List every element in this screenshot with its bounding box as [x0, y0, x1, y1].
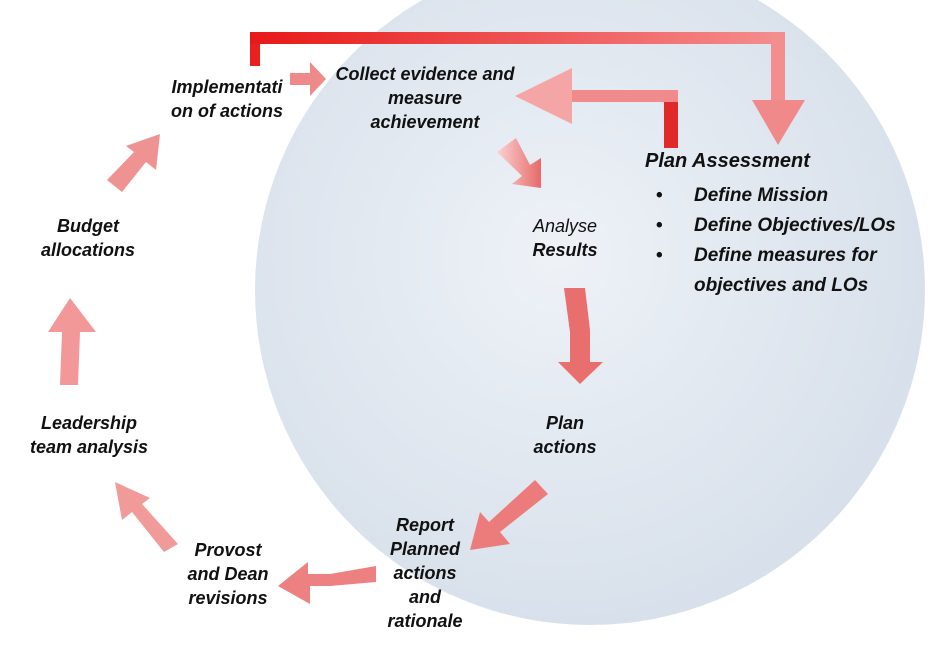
arrow-budget-to-implementation	[107, 134, 160, 192]
plan-assessment-list: • Define Mission • Define Objectives/LOs…	[645, 181, 896, 301]
label-implementation: Implementati on of actions	[158, 75, 296, 123]
list-item-text: Define Objectives/LOs	[694, 215, 896, 236]
arrow-report-to-provost	[278, 562, 376, 604]
list-item-text: Define measures for	[694, 245, 877, 266]
label-line: revisions	[188, 588, 268, 608]
label-line: Implementati	[171, 77, 283, 97]
label-collect-evidence: Collect evidence and measure achievement	[318, 62, 532, 134]
arrow-collect-to-analyse	[497, 138, 541, 188]
label-line: on of actions	[171, 101, 283, 121]
label-line: Provost	[194, 540, 262, 560]
label-line: Collect evidence and	[335, 64, 515, 84]
label-line: Report	[396, 515, 454, 535]
label-line: allocations	[40, 240, 136, 260]
label-line: Results	[532, 240, 598, 260]
arrow-provost-to-leadership	[115, 482, 178, 552]
bullet: •	[656, 245, 663, 266]
background-circle	[255, 0, 925, 625]
label-leadership-team: Leadership team analysis	[14, 411, 164, 459]
label-line: team analysis	[29, 437, 149, 457]
label-line: Analyse	[532, 216, 598, 236]
list-item: • Define Mission	[645, 181, 896, 211]
label-line: rationale	[387, 611, 463, 631]
arrow-plan-to-report	[470, 480, 548, 550]
bullet: •	[656, 215, 663, 236]
label-report-planned: Report Planned actions and rationale	[370, 513, 480, 633]
bullet: •	[656, 185, 663, 206]
label-line: Plan	[545, 413, 584, 433]
label-line: and Dean	[187, 564, 269, 584]
label-line: actions	[393, 563, 457, 583]
top-bracket-arrow	[250, 32, 805, 145]
list-item-text: objectives and LOs	[694, 275, 869, 296]
label-line: and	[408, 587, 441, 607]
label-provost-dean: Provost and Dean revisions	[172, 538, 284, 610]
list-item-text: Define Mission	[694, 185, 829, 206]
label-line: actions	[533, 437, 597, 457]
label-line: Budget	[57, 216, 119, 236]
plan-assessment-title: Plan Assessment	[645, 150, 810, 172]
arrow-analyse-to-plan	[558, 288, 603, 384]
arrow-leadership-to-budget	[48, 298, 96, 385]
label-line: Planned	[389, 539, 460, 559]
label-budget-allocations: Budget allocations	[22, 214, 154, 262]
label-plan-actions: Plan actions	[520, 411, 610, 459]
label-analyse-results: Analyse Results	[505, 214, 625, 262]
list-item: • Define Objectives/LOs	[645, 211, 896, 241]
list-item: • Define measures for objectives and LOs	[645, 241, 896, 301]
arrow-implementation-to-collect	[290, 62, 326, 96]
label-line: measure	[387, 88, 463, 108]
label-line: achievement	[370, 112, 480, 132]
label-line: Leadership	[40, 413, 138, 433]
return-bracket-arrow	[515, 68, 678, 148]
